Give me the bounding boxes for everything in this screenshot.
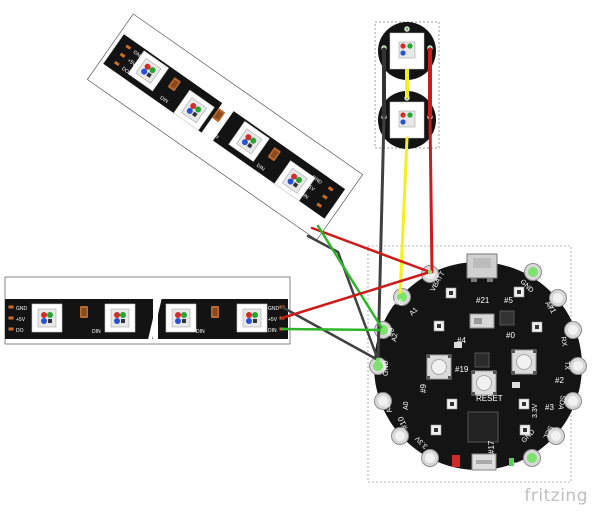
- strip-pin-label: +5V: [305, 183, 316, 193]
- wire-black: [280, 305, 380, 362]
- wire-green: [280, 327, 385, 332]
- pad-label-a2: A2: [391, 333, 399, 343]
- wire-red: [428, 115, 434, 274]
- silk-d3: #3: [545, 403, 554, 412]
- pad-label-3v3-right: 3.3V: [532, 403, 539, 418]
- horizontal-led-strip: GND +5V DO DIN DIN GND +5V DIN: [4, 276, 291, 345]
- neopixel-led: [519, 424, 531, 436]
- led-pixel: [31, 303, 63, 333]
- pad-sda: [564, 392, 582, 410]
- strip-pin-label: DIN: [158, 95, 169, 105]
- strip-pin-label: +5V: [268, 317, 278, 323]
- silk-d5: #5: [504, 296, 513, 305]
- strip-pin-label: GND: [268, 306, 280, 312]
- pad-a0: [391, 427, 409, 445]
- pad-label-a1: A1: [408, 306, 419, 317]
- neopixel-led: [433, 320, 445, 332]
- status-led: [445, 287, 457, 299]
- pad-3v3-left: [421, 449, 439, 467]
- wires: [280, 115, 434, 363]
- wire-yellow: [398, 136, 409, 298]
- pad-tx: [569, 357, 587, 375]
- silk-d0: #0: [506, 331, 515, 340]
- silk-reset: RESET: [476, 394, 503, 403]
- led-pixel: [236, 303, 268, 333]
- silk-d6: #6: [394, 298, 403, 307]
- pad-label-rx: RX: [559, 336, 568, 347]
- silk-d4: #4: [457, 336, 466, 345]
- strip-pin-label: DO: [120, 66, 130, 75]
- chip: [474, 352, 490, 368]
- status-led: [513, 286, 525, 298]
- silk-d19: #19: [455, 365, 469, 374]
- pad-label-a3: A3: [384, 403, 394, 414]
- silk-on: ON: [512, 462, 521, 474]
- led-pixel: [165, 303, 197, 333]
- strip-pin-label: DO: [16, 328, 24, 334]
- wire-red: [280, 270, 432, 320]
- capacitor: [80, 306, 88, 318]
- strip-pin-label: DIN: [92, 329, 101, 335]
- button-a: [426, 354, 452, 380]
- strip-pin-label: DIN: [299, 191, 310, 201]
- pad-label-gnd-left: GND: [383, 360, 390, 376]
- silk-a9: #9: [419, 384, 428, 393]
- wire-green: [316, 224, 385, 332]
- pad-gnd-top: [524, 263, 542, 281]
- circuit-playground-board: VBATT A1 GND A2 A7 A3 RX GND TX SDA SCL …: [369, 253, 587, 474]
- diagonal-led-strip: GND +5V DO DIN DIN DIN GND +5V DIN: [86, 13, 364, 241]
- reset-button: [471, 370, 497, 396]
- power-led: [452, 455, 460, 467]
- strip-pin-label: GND: [16, 306, 28, 312]
- fritzing-logo: fritzing: [524, 486, 588, 506]
- wire-black: [376, 115, 386, 362]
- strip-pin-label: +5V: [16, 317, 26, 323]
- neopixel-led: [430, 424, 442, 436]
- pad-gnd-bottom: [523, 449, 541, 467]
- led-pixel: [104, 303, 136, 333]
- neopixel-led: [518, 398, 530, 410]
- strip-pin-label: +5V: [126, 58, 137, 68]
- silk-d1: #1: [546, 303, 558, 315]
- strip-pin-label: GND: [132, 49, 145, 61]
- strip-pin-label: DIN: [255, 163, 266, 173]
- jewel-chain: [374, 21, 440, 149]
- pad-label-tx: TX: [563, 361, 570, 370]
- pad-label-a7: A7: [543, 301, 553, 312]
- silk-d21: #21: [476, 296, 490, 305]
- silk-d2: #2: [555, 376, 564, 385]
- microcontroller: [467, 411, 499, 443]
- strip-pin-label: DIN: [209, 131, 220, 141]
- button-b: [511, 349, 537, 375]
- pad-label-sda: SDA: [556, 395, 565, 411]
- strip-pin-label: DIN: [268, 328, 277, 334]
- silk-d9: #9: [385, 326, 396, 337]
- capacitor: [211, 306, 219, 318]
- pad-label-a0: A0: [403, 401, 410, 410]
- neopixel-led: [446, 398, 458, 410]
- wire-black: [306, 234, 380, 362]
- strip-pin-label: DIN: [196, 329, 205, 335]
- silk-d17: #17: [487, 440, 496, 454]
- neopixel-led: [531, 321, 543, 333]
- pad-rx: [564, 321, 582, 339]
- wire-red: [310, 226, 432, 274]
- strip-pin-label: GND: [310, 175, 323, 187]
